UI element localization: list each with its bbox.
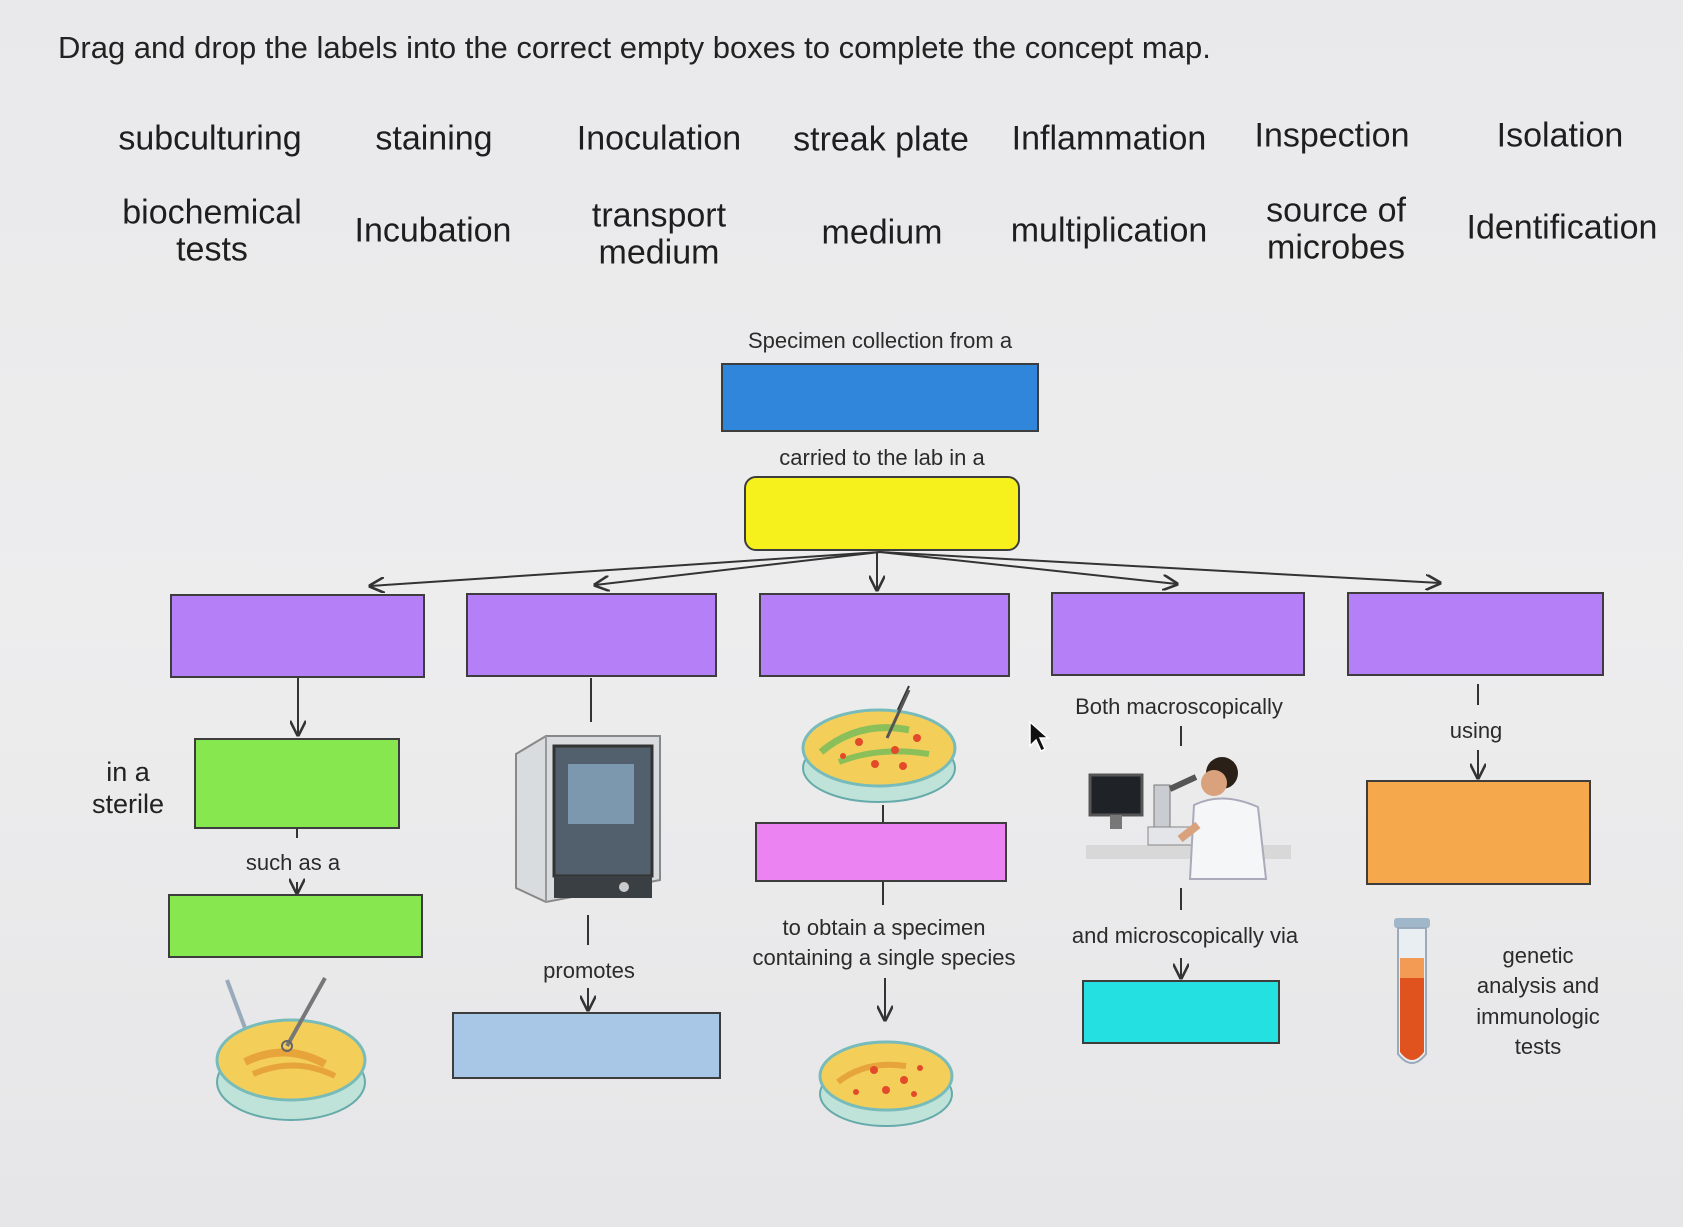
test-tube-icon: [1394, 918, 1430, 1064]
arrow-to-purple-5: [879, 551, 1440, 583]
arrow-to-purple-1: [370, 551, 881, 586]
instruction-text: Drag and drop the labels into the correc…: [58, 30, 1211, 65]
caption-promotes: promotes: [543, 958, 635, 983]
mouse-pointer-icon: [1029, 720, 1050, 753]
drop-box-sterile-medium[interactable]: [194, 738, 400, 829]
label-identification[interactable]: Identification: [1466, 208, 1658, 247]
caption-carried-to-lab: carried to the lab in a: [779, 445, 985, 470]
drop-box-step-4[interactable]: [1051, 592, 1305, 676]
drop-box-step-2[interactable]: [466, 593, 717, 677]
caption-microscopically-via: and microscopically via: [1071, 923, 1299, 948]
drop-box-specimen-source[interactable]: [721, 363, 1039, 432]
label-incubation[interactable]: Incubation: [354, 211, 512, 250]
caption-such-as-a: such as a: [245, 850, 341, 875]
drop-box-transport[interactable]: [744, 476, 1020, 551]
caption-macroscopically: Both macroscopically: [1075, 694, 1283, 719]
drop-box-microscopic-via[interactable]: [1082, 980, 1280, 1044]
drop-box-step-3[interactable]: [759, 593, 1010, 677]
drop-box-such-as[interactable]: [168, 894, 423, 958]
label-isolation[interactable]: Isolation: [1496, 116, 1624, 155]
label-source-of-microbes[interactable]: source of microbes: [1266, 191, 1406, 267]
caption-using: using: [1449, 718, 1503, 743]
label-biochemical-tests[interactable]: biochemical tests: [122, 193, 302, 269]
caption-in-a-sterile: in a sterile: [91, 757, 165, 820]
label-streak-plate[interactable]: streak plate: [793, 120, 969, 159]
drop-box-promotes[interactable]: [452, 1012, 721, 1079]
petri-dish-icon: [818, 1040, 954, 1127]
label-medium[interactable]: medium: [821, 213, 943, 252]
drop-box-using[interactable]: [1366, 780, 1591, 885]
label-transport-medium[interactable]: transport medium: [591, 196, 727, 272]
label-inflammation[interactable]: Inflammation: [1011, 119, 1207, 158]
drop-box-step-1[interactable]: [170, 594, 425, 678]
label-subculturing[interactable]: subculturing: [118, 119, 302, 158]
caption-genetic-analysis: genetic analysis and immunologic tests: [1476, 943, 1600, 1060]
caption-specimen-collection: Specimen collection from a: [747, 328, 1013, 353]
label-inspection[interactable]: Inspection: [1254, 116, 1410, 155]
arrow-to-purple-2: [595, 551, 881, 585]
label-inoculation[interactable]: Inoculation: [576, 119, 742, 158]
drop-box-plate-method[interactable]: [755, 822, 1007, 882]
petri-dish-icon: [215, 977, 367, 1121]
petri-dish-icon: [801, 690, 957, 803]
arrow-to-purple-4: [879, 551, 1177, 584]
label-staining[interactable]: staining: [375, 119, 493, 158]
caption-single-species: to obtain a specimen containing a single…: [752, 915, 1016, 971]
microscope-scientist-icon: [1086, 757, 1291, 880]
drop-box-step-5[interactable]: [1347, 592, 1604, 676]
label-multiplication[interactable]: multiplication: [1010, 211, 1208, 250]
incubator-icon: [515, 735, 661, 904]
